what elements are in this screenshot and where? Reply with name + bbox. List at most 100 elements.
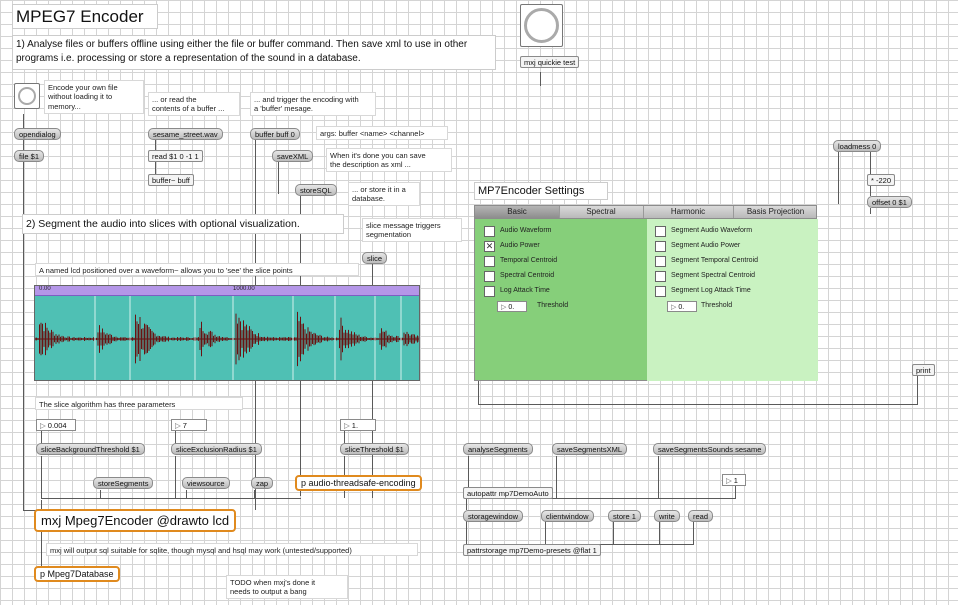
waveform-svg [35,296,419,380]
settings-tab-bar: Basic Spectral Harmonic Basis Projection [475,206,816,219]
encode-own-comment: Encode your own file without loading it … [44,80,144,114]
trigger-comment: ... and trigger the encoding with a 'buf… [250,92,376,116]
right-checkbox-label: Segment Audio Waveform [671,227,753,234]
right-checkbox[interactable] [655,286,666,297]
waveform-ruler: 0.00 1000.00 [35,286,419,296]
store-db-comment: ... or store it in a database. [348,182,420,206]
settings-title: MP7Encoder Settings [474,182,608,200]
slice-exclusion-message[interactable]: sliceExclusionRadius $1 [171,443,262,455]
sql-note-comment: mxj will output sql suitable for sqlite,… [46,543,418,556]
number-value: 1. [351,421,359,430]
slice-bg-threshold-message[interactable]: sliceBackgroundThreshold $1 [36,443,145,455]
slice-algo-comment: The slice algorithm has three parameters [35,397,243,410]
slice-message[interactable]: slice [362,252,388,264]
audio-threadsafe-subpatch[interactable]: p audio-threadsafe-encoding [295,475,422,491]
todo-comment: TODO when mxj's done it needs to output … [226,575,348,599]
section2-comment: 2) Segment the audio into slices with op… [22,214,344,234]
save-segments-xml-message[interactable]: saveSegmentsXML [552,443,628,455]
savexml-message[interactable]: saveXML [272,150,314,162]
buffer-message[interactable]: buffer buff 0 [250,128,300,140]
left-checkbox-label: Audio Waveform [500,227,552,234]
left-checkbox-label: Log Attack Time [500,287,550,294]
args-comment: args: buffer <name> <channel> [316,126,448,140]
right-checkbox[interactable] [655,241,666,252]
left-checkbox[interactable] [484,226,495,237]
right-checkbox[interactable] [655,271,666,282]
number-arrow-icon: ▷ [671,304,677,311]
right-checkbox-label: Segment Audio Power [671,242,741,249]
settings-right-half [647,219,818,381]
open-toggle-button[interactable] [14,83,40,109]
left-threshold-number[interactable]: ▷0. [497,301,527,312]
left-checkbox[interactable]: ✕ [484,241,495,252]
tab-basic[interactable]: Basic [475,206,560,218]
tab-spectral[interactable]: Spectral [559,206,644,218]
toggle-ring-icon [18,87,36,105]
zap-message[interactable]: zap [251,477,274,489]
number-value: 7 [182,421,187,430]
write-message[interactable]: write [654,510,680,522]
number-value: 1 [733,476,738,485]
sesame-message[interactable]: sesame_street.wav [148,128,223,140]
autopattr-object[interactable]: autopattr mp7DemoAuto [463,487,553,499]
analyse-segments-message[interactable]: analyseSegments [463,443,533,455]
store-segments-message[interactable]: storeSegments [93,477,154,489]
print-object[interactable]: print [912,364,935,376]
number-arrow-icon: ▷ [175,421,181,430]
buffer-object[interactable]: buffer~ buff [148,174,194,186]
multiply-object[interactable]: * -220 [867,174,896,186]
intro-comment: 1) Analyse files or buffers offline usin… [12,35,496,70]
number-box-bg-threshold[interactable]: ▷0.004 [36,419,76,431]
slice-threshold-message[interactable]: sliceThreshold $1 [340,443,409,455]
number-box-exclusion[interactable]: ▷7 [171,419,207,431]
number-arrow-icon: ▷ [344,421,350,430]
read-object[interactable]: read $1 0 -1 1 [148,150,203,162]
ruler-tick-label: 0.00 [39,286,51,292]
left-checkbox[interactable] [484,256,495,267]
mpeg7-database-subpatch[interactable]: p Mpeg7Database [34,566,120,582]
read-message[interactable]: read [688,510,714,522]
number-arrow-icon: ▷ [726,476,732,485]
slice-markers [94,296,402,380]
when-done-comment: When it's done you can save the descript… [326,148,452,172]
read-buffer-comment: ... or read the contents of a buffer ... [148,92,240,116]
clientwindow-message[interactable]: clientwindow [541,510,594,522]
number-value: 0.004 [47,421,67,430]
offset-message[interactable]: offset 0 $1 [867,196,912,208]
mpeg7-encoder-object[interactable]: mxj Mpeg7Encoder @drawto lcd [34,509,237,532]
number-value: 0. [508,304,515,311]
preset-number-box[interactable]: ▷1 [722,474,746,486]
lcd-note-comment: A named lcd positioned over a waveform~ … [35,263,359,276]
storagewindow-message[interactable]: storagewindow [463,510,524,522]
right-threshold-number[interactable]: ▷0. [667,301,697,312]
loadmess-message[interactable]: loadmess 0 [833,140,882,152]
viewsource-message[interactable]: viewsource [182,477,230,489]
ruler-tick-label: 1000.00 [233,286,255,292]
mxj-quickie-object[interactable]: mxj quickie test [520,56,580,68]
pattrstorage-object[interactable]: pattrstorage mp7Demo-presets @flat 1 [463,544,601,556]
right-checkbox-label: Segment Spectral Centroid [671,272,756,279]
right-checkbox[interactable] [655,256,666,267]
quickie-toggle-button[interactable] [520,4,563,47]
left-checkbox[interactable] [484,271,495,282]
left-checkbox[interactable] [484,286,495,297]
left-threshold-label: Threshold [537,302,569,309]
number-arrow-icon: ▷ [40,421,46,430]
page-title: MPEG7 Encoder [12,4,158,29]
left-checkbox-label: Temporal Centroid [500,257,558,264]
right-checkbox[interactable] [655,226,666,237]
left-checkbox-label: Spectral Centroid [500,272,555,279]
tab-basis-projection[interactable]: Basis Projection [746,207,805,216]
number-box-threshold[interactable]: ▷1. [340,419,376,431]
slice-msg-comment: slice message triggers segmentation [362,218,462,242]
waveform-display[interactable]: 0.00 1000.00 [34,285,420,381]
number-value: 0. [678,304,685,311]
store1-message[interactable]: store 1 [608,510,641,522]
storesql-message[interactable]: storeSQL [295,184,337,196]
tab-harmonic[interactable]: Harmonic [643,206,734,218]
file-message[interactable]: file $1 [14,150,45,162]
right-checkbox-label: Segment Log Attack Time [671,287,751,294]
save-segments-sounds-message[interactable]: saveSegmentsSounds sesame [653,443,767,455]
opendialog-message[interactable]: opendialog [14,128,61,140]
number-arrow-icon: ▷ [501,304,507,311]
